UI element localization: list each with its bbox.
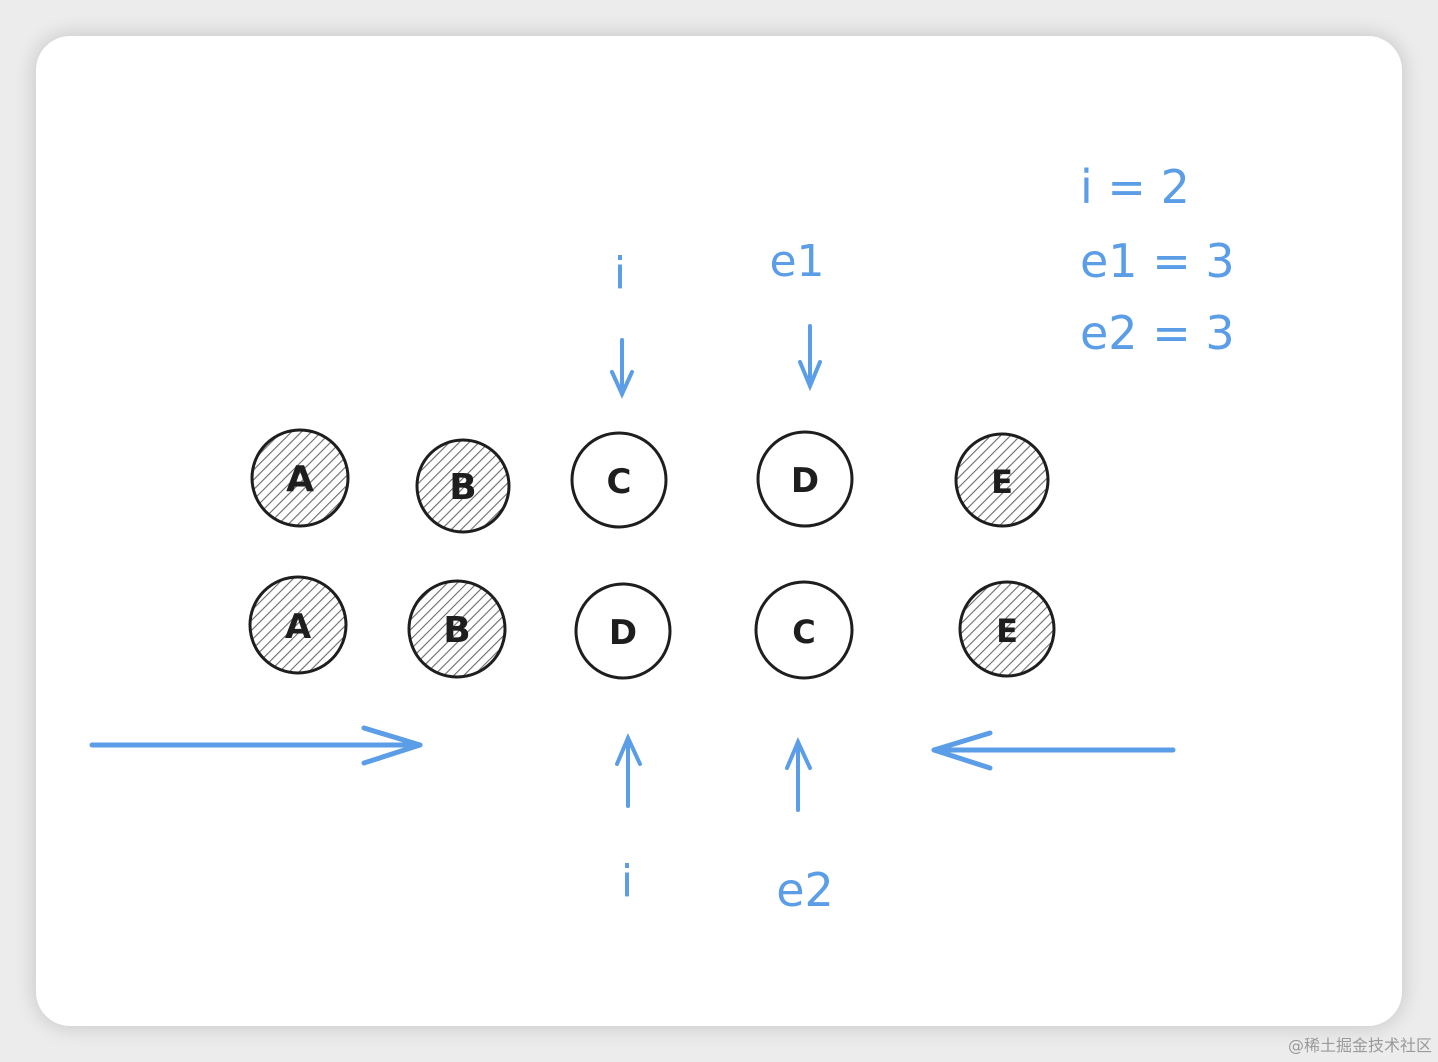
bottom-pointer-e2: e2: [776, 737, 834, 917]
bottom-pointer-e2-label: e2: [776, 863, 834, 917]
node-label: D: [791, 461, 819, 501]
top-pointer-e1-label: e1: [769, 236, 824, 287]
node-label: A: [285, 607, 312, 647]
canvas-card: [36, 36, 1402, 1026]
arrow-down-icon: [798, 324, 822, 392]
legend-e2: e2 = 3: [1080, 306, 1235, 360]
arrow-up-icon: [615, 733, 642, 808]
node-label: E: [996, 612, 1018, 650]
node-label: C: [607, 462, 632, 502]
node-a-old: A: [250, 428, 350, 528]
node-label: E: [991, 463, 1013, 501]
node-label: B: [449, 467, 476, 508]
node-label: C: [792, 613, 815, 651]
node-e-old: E: [954, 432, 1050, 528]
node-label: D: [609, 613, 637, 653]
node-c-old: C: [570, 431, 668, 529]
arrow-right-icon: [89, 725, 423, 766]
node-b-new: B: [407, 579, 507, 679]
node-d-new: D: [574, 582, 672, 680]
arrow-down-icon: [610, 338, 634, 399]
node-label: B: [443, 610, 470, 651]
arrow-left-icon: [931, 730, 1176, 771]
node-d-old: D: [756, 430, 854, 528]
watermark: @稀土掘金技术社区: [1287, 1036, 1432, 1055]
bottom-pointer-i-label: i: [621, 856, 633, 907]
node-a-new: A: [248, 575, 348, 675]
top-pointer-i: i: [610, 248, 634, 399]
node-c-new: C: [754, 580, 854, 680]
legend-e1: e1 = 3: [1080, 234, 1235, 288]
row-old: A B C D E: [250, 428, 1050, 534]
node-label: A: [286, 459, 314, 500]
legend-i: i = 2: [1080, 160, 1190, 214]
top-pointer-i-label: i: [614, 248, 626, 299]
node-e-new: E: [958, 580, 1056, 678]
arrow-up-icon: [785, 737, 812, 812]
row-new: A B D C E: [248, 575, 1056, 680]
node-b-old: B: [415, 438, 511, 534]
top-pointer-e1: e1: [769, 236, 825, 392]
legend: i = 2 e1 = 3 e2 = 3: [1080, 160, 1235, 360]
bottom-pointer-i: i: [615, 733, 642, 907]
